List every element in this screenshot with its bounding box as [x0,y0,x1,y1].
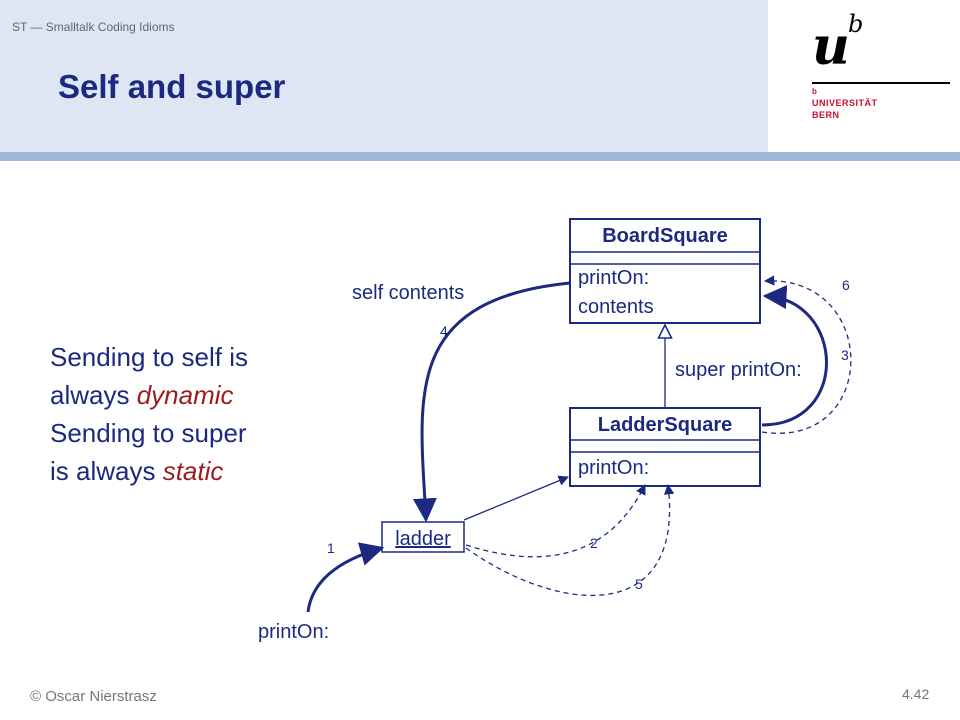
logo-mark-u: u [812,16,850,77]
instance-of-arrow [463,475,569,521]
ladder-label: ladder [395,528,451,550]
boardsquare-class: BoardSquare printOn: contents [569,218,761,324]
body-line-4-prefix: is always [50,456,163,486]
body-line-2-prefix: always [50,380,137,410]
emphasis-dynamic: dynamic [136,380,234,410]
printon-message-label: printOn: [258,621,329,643]
laddersquare-class: LadderSquare printOn: [569,407,761,487]
super-call-arrow [761,285,828,427]
super-printon-label: super printOn: [675,359,802,381]
footer-author: © Oscar Nierstrasz [30,688,157,705]
boardsquare-method-contents: contents [578,296,654,318]
emphasis-static: static [162,456,224,486]
logo-rule [812,82,950,84]
self-contents-label: self contents [352,282,464,304]
logo-small-b: b [812,87,817,96]
page-number: 4.42 [902,686,930,702]
step-5-label: 5 [635,576,643,592]
boardsquare-method-printon: printOn: [578,267,649,289]
university-logo: u b b UNIVERSITÄT BERN [812,10,952,130]
message-1-arrow [306,542,385,613]
body-line-3: Sending to super [50,418,247,448]
body-line-1: Sending to self is [50,342,249,372]
step-4-label: 4 [440,323,448,339]
header-panel [0,0,768,152]
boardsquare-box [569,218,761,324]
step-6-label: 6 [842,277,850,293]
body-text: Sending to self is always dynamic Sendin… [50,338,248,490]
lookup-5-arrow [465,483,675,596]
laddersquare-method-printon: printOn: [578,457,649,479]
laddersquare-name: LadderSquare [598,414,732,436]
course-label: ST — Smalltalk Coding Idioms [12,20,175,34]
slide-title: Self and super [58,68,286,105]
header-divider [0,152,960,161]
step-1-label: 1 [327,540,335,556]
logo-mark-b: b [848,10,864,38]
lookup-2-arrow [465,484,646,558]
ladder-instance: ladder [381,521,465,553]
step-2-label: 2 [590,535,598,551]
body-line-4: is always static [50,452,248,490]
boardsquare-name: BoardSquare [602,225,728,247]
logo-bern-text: BERN [812,110,840,120]
self-contents-arrow [412,281,571,523]
laddersquare-box [569,407,761,487]
logo-university-text: UNIVERSITÄT [812,98,878,108]
step-3-label: 3 [841,347,849,363]
body-line-2: always dynamic [50,376,248,414]
